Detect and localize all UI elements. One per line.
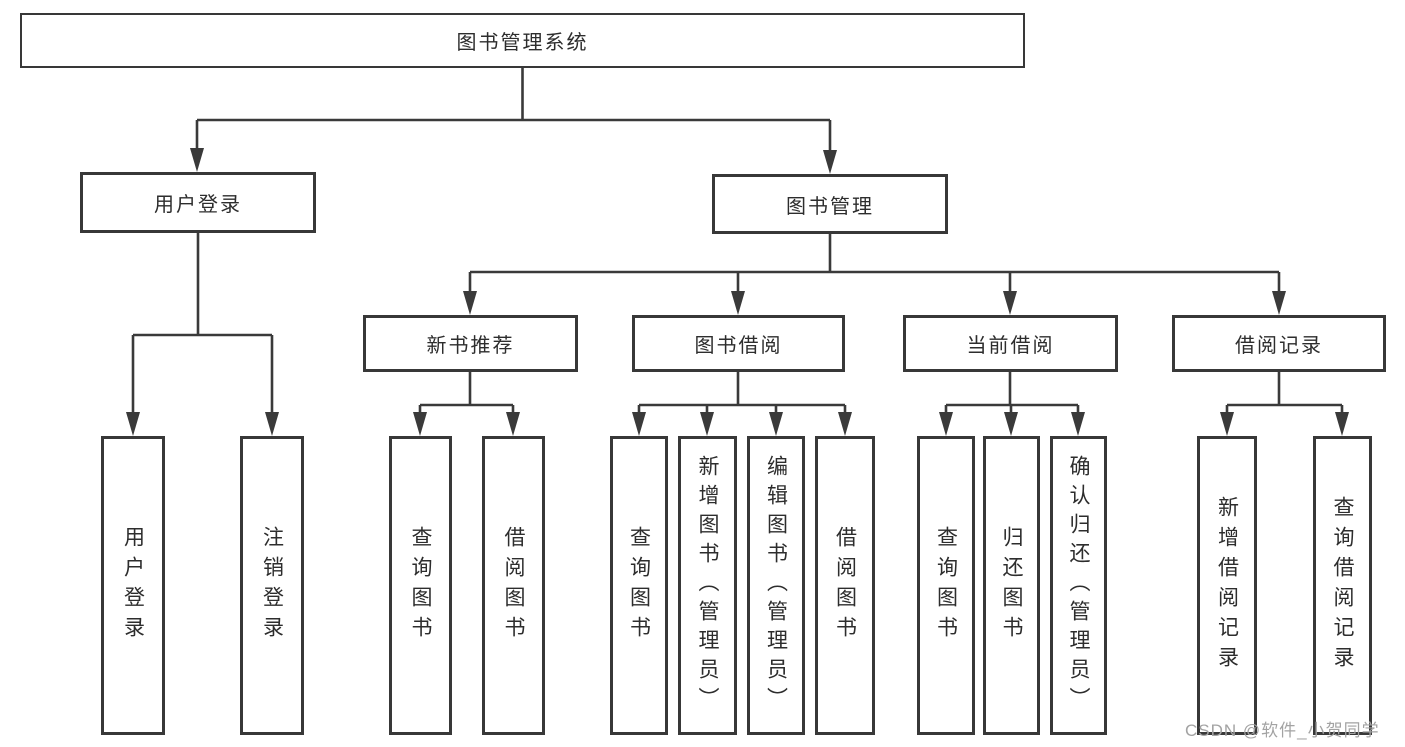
connector-records-to-leaves bbox=[1220, 372, 1349, 436]
leaf-user-login: 用户登录 bbox=[101, 436, 165, 735]
leaf-user-login-label: 用户登录 bbox=[121, 525, 145, 646]
arrowhead-br-query bbox=[1335, 412, 1349, 436]
connector-newbook-to-leaves bbox=[413, 372, 520, 436]
node-book-management: 图书管理 bbox=[712, 174, 948, 234]
connector-path bbox=[637, 372, 847, 414]
connector-path bbox=[418, 372, 515, 414]
arrowhead-book-borrowing bbox=[731, 291, 745, 315]
connector-current-to-leaves bbox=[939, 372, 1085, 436]
arrowhead-current-borrowing bbox=[1003, 291, 1017, 315]
node-current-borrowing: 当前借阅 bbox=[903, 315, 1118, 372]
connector-path bbox=[1225, 372, 1344, 414]
leaf-borrowing-edit-books-admin-label: 编辑图书（管理员） bbox=[764, 455, 788, 716]
node-borrowing-records-label: 借阅记录 bbox=[1235, 335, 1323, 357]
arrowhead-cb-return bbox=[1004, 412, 1018, 436]
connector-bookmgmt-to-level3 bbox=[463, 234, 1286, 315]
node-borrowing-records: 借阅记录 bbox=[1172, 315, 1386, 372]
leaf-newbook-query-books: 查询图书 bbox=[389, 436, 452, 735]
leaf-borrowing-add-books-admin: 新增图书（管理员） bbox=[678, 436, 737, 735]
leaf-current-query-books: 查询图书 bbox=[917, 436, 975, 735]
connector-borrowing-to-leaves bbox=[632, 372, 852, 436]
leaf-borrowing-borrow-books-label: 借阅图书 bbox=[833, 525, 857, 646]
leaf-borrowing-add-books-admin-label: 新增图书（管理员） bbox=[696, 455, 719, 716]
arrowhead-cb-query bbox=[939, 412, 953, 436]
leaf-current-return-books: 归还图书 bbox=[983, 436, 1040, 735]
arrowhead-leaf-logout bbox=[265, 412, 279, 436]
leaf-current-confirm-return-admin-label: 确认归还（管理员） bbox=[1067, 455, 1090, 716]
node-user-login: 用户登录 bbox=[80, 172, 316, 233]
connector-path bbox=[131, 233, 274, 414]
arrowhead-leaf-user-login bbox=[126, 412, 140, 436]
connector-path bbox=[944, 372, 1080, 414]
arrowhead-user-login bbox=[190, 148, 204, 172]
arrowhead-borrowing-records bbox=[1272, 291, 1286, 315]
node-book-management-label: 图书管理 bbox=[786, 195, 874, 218]
connector-root-to-level2 bbox=[190, 68, 837, 174]
leaf-current-confirm-return-admin: 确认归还（管理员） bbox=[1050, 436, 1107, 735]
leaf-borrowing-query-books-label: 查询图书 bbox=[627, 525, 651, 646]
connector-userlogin-to-leaves bbox=[126, 233, 279, 436]
leaf-current-return-books-label: 归还图书 bbox=[1000, 525, 1023, 646]
node-current-borrowing-label: 当前借阅 bbox=[966, 335, 1055, 357]
arrowhead-cb-confirm bbox=[1071, 412, 1085, 436]
node-new-book-recommend: 新书推荐 bbox=[363, 315, 578, 372]
leaf-logout: 注销登录 bbox=[240, 436, 304, 735]
node-user-login-label: 用户登录 bbox=[154, 194, 242, 216]
arrowhead-nb-borrow bbox=[506, 412, 520, 436]
arrowhead-bb-borrow bbox=[838, 412, 852, 436]
leaf-newbook-borrow-books: 借阅图书 bbox=[482, 436, 545, 735]
leaf-newbook-query-books-label: 查询图书 bbox=[409, 525, 432, 646]
arrowhead-new-book-recommend bbox=[463, 291, 477, 315]
connector-path bbox=[468, 234, 1281, 293]
arrowhead-book-management bbox=[823, 150, 837, 174]
arrowhead-bb-query bbox=[632, 412, 646, 436]
leaf-borrowing-borrow-books: 借阅图书 bbox=[815, 436, 875, 735]
arrowhead-bb-edit bbox=[769, 412, 783, 436]
leaf-borrowing-query-books: 查询图书 bbox=[610, 436, 668, 735]
leaf-records-query-record: 查询借阅记录 bbox=[1313, 436, 1372, 735]
node-book-borrowing-label: 图书借阅 bbox=[694, 335, 783, 357]
leaf-logout-label: 注销登录 bbox=[260, 525, 284, 646]
leaf-borrowing-edit-books-admin: 编辑图书（管理员） bbox=[747, 436, 805, 735]
node-root: 图书管理系统 bbox=[20, 13, 1025, 68]
arrowhead-bb-add bbox=[700, 412, 714, 436]
leaf-newbook-borrow-books-label: 借阅图书 bbox=[502, 525, 525, 646]
leaf-records-query-record-label: 查询借阅记录 bbox=[1331, 495, 1354, 676]
node-root-label: 图书管理系统 bbox=[456, 32, 589, 54]
arrowhead-br-add bbox=[1220, 412, 1234, 436]
arrowhead-nb-query bbox=[413, 412, 427, 436]
node-book-borrowing: 图书借阅 bbox=[632, 315, 845, 372]
node-new-book-recommend-label: 新书推荐 bbox=[426, 335, 515, 357]
leaf-current-query-books-label: 查询图书 bbox=[934, 525, 958, 646]
connector-path bbox=[195, 68, 832, 152]
csdn-watermark: CSDN @软件_小贺同学 bbox=[1185, 721, 1380, 740]
leaf-records-add-record: 新增借阅记录 bbox=[1197, 436, 1257, 735]
leaf-records-add-record-label: 新增借阅记录 bbox=[1215, 495, 1239, 676]
